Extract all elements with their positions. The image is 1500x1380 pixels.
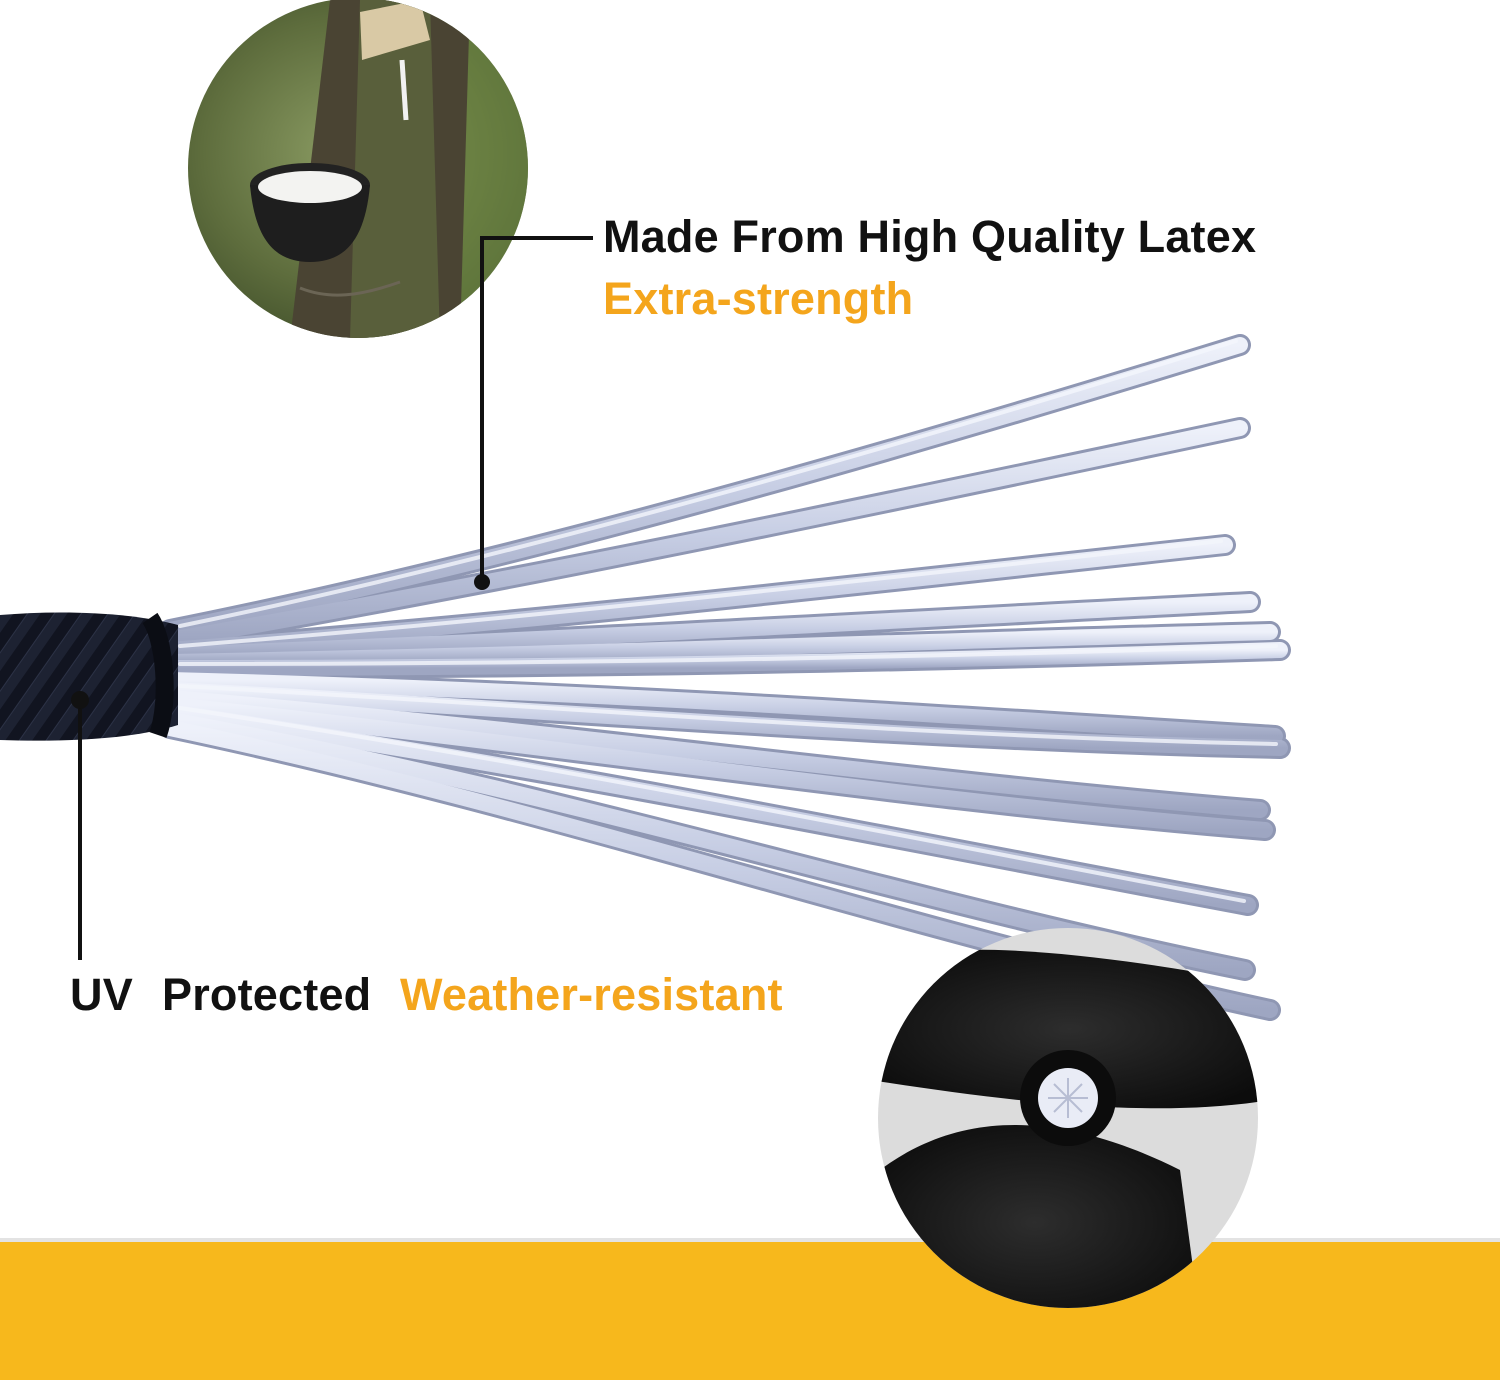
callout-uv-label: UV [70,969,133,1020]
callout-protected-label: Protected [162,969,372,1020]
band-edge [0,1238,1500,1242]
callout-dot-top [474,574,490,590]
callout-top-subtitle: Extra-strength [603,273,914,324]
latex-strands [159,334,1291,1021]
callout-leader-top [480,236,593,582]
braided-cord [0,612,178,741]
callout-top-title: Made From High Quality Latex [603,211,1257,262]
latex-tapping-photo [188,0,528,338]
callout-dot-bottom [71,691,89,709]
cord-cross-section-photo [878,928,1258,1308]
bottom-band [0,1242,1500,1380]
callout-weather-label: Weather-resistant [400,969,783,1020]
